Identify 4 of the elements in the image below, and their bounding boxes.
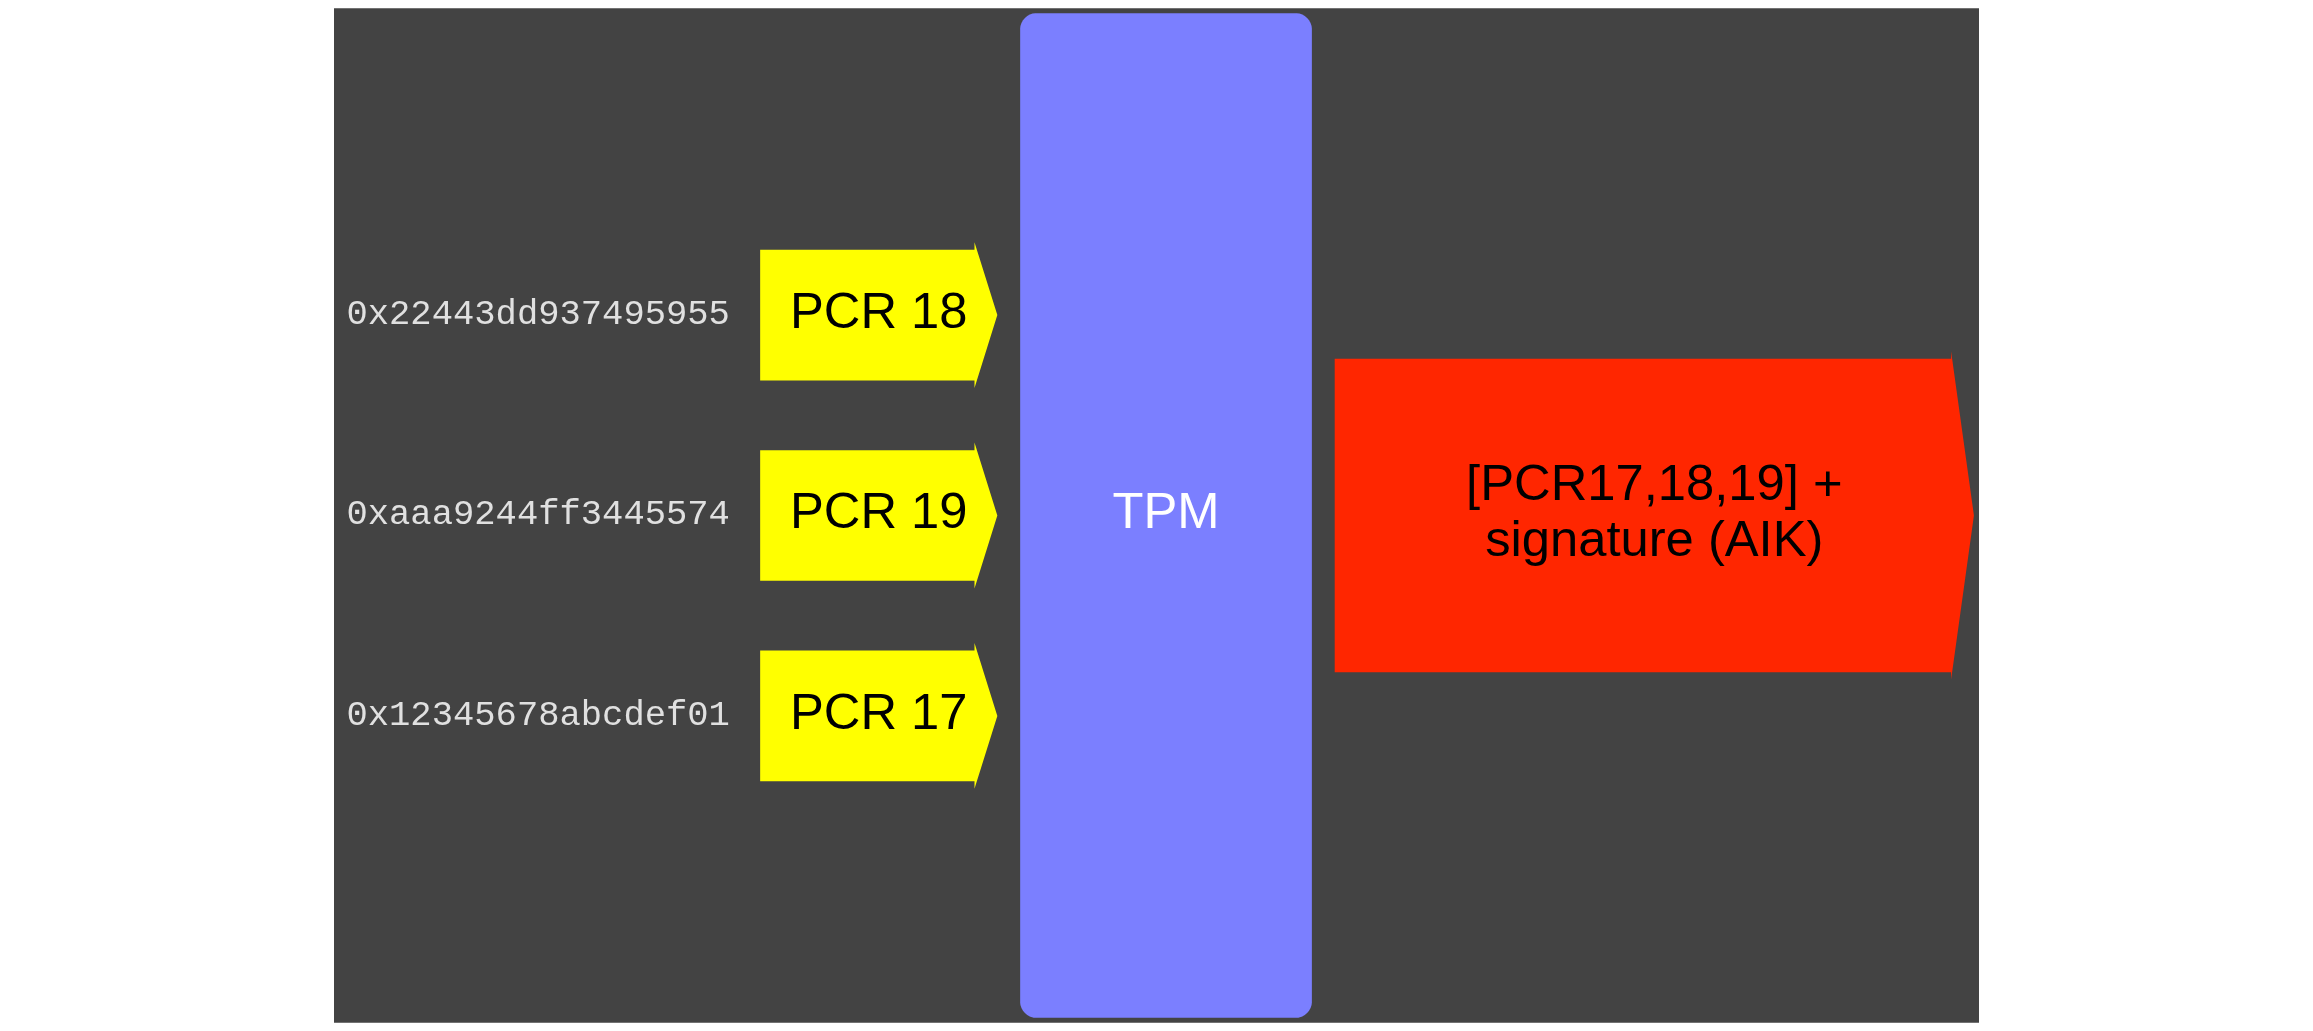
node-label: 0x22443dd937495955 <box>346 293 730 335</box>
node-label: 0xaaa9244ff3445574 <box>346 494 730 536</box>
node-box: TPM <box>1020 13 1312 1018</box>
node-label: 0x12345678abcdef01 <box>346 694 730 736</box>
